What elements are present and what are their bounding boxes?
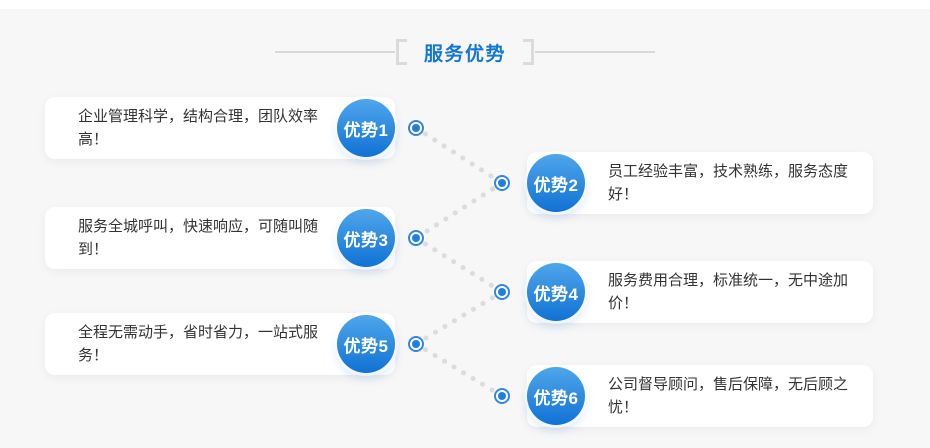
node-dot-icon-4 xyxy=(494,284,510,300)
advantage-badge-1: 优势1 xyxy=(337,99,395,157)
advantage-badge-2: 优势2 xyxy=(527,154,585,212)
node-dot-inner xyxy=(412,124,420,132)
node-dot-inner xyxy=(498,179,506,187)
advantage-badge-3: 优势3 xyxy=(337,209,395,267)
connector-line-3-4 xyxy=(413,235,505,295)
node-dot-icon-6 xyxy=(494,388,510,404)
connector-line-5-6 xyxy=(413,341,505,399)
advantage-card-4: 服务费用合理，标准统一，无中途加价！ xyxy=(527,261,873,323)
advantage-card-3: 服务全城呼叫，快速响应，可随叫随到！ xyxy=(45,207,395,269)
advantage-text: 全程无需动手，省时省力，一站式服务！ xyxy=(78,324,319,364)
title-bracket-left-icon xyxy=(395,39,407,65)
node-dot-icon-3 xyxy=(408,230,424,246)
connector-line-2-3 xyxy=(413,180,505,241)
advantage-text: 服务全城呼叫，快速响应，可随叫随到！ xyxy=(78,218,319,258)
node-dot-icon-2 xyxy=(494,175,510,191)
advantage-text: 公司督导顾问，售后保障，无后顾之忧！ xyxy=(608,376,849,416)
advantage-card-6: 公司督导顾问，售后保障，无后顾之忧！ xyxy=(527,365,873,427)
section-title-wrap: 服务优势 xyxy=(0,37,930,67)
title-rule-right xyxy=(535,51,655,53)
node-dot-inner xyxy=(498,288,506,296)
advantage-text: 服务费用合理，标准统一，无中途加价！ xyxy=(608,272,849,312)
advantage-text: 企业管理科学，结构合理，团队效率高！ xyxy=(78,108,319,148)
connector-line-1-2 xyxy=(413,125,505,186)
advantage-badge-4: 优势4 xyxy=(527,263,585,321)
advantage-badge-5: 优势5 xyxy=(337,315,395,373)
advantage-card-5: 全程无需动手，省时省力，一站式服务！ xyxy=(45,313,395,375)
node-dot-inner xyxy=(498,392,506,400)
node-dot-icon-5 xyxy=(408,336,424,352)
node-dot-inner xyxy=(412,340,420,348)
advantage-badge-6: 优势6 xyxy=(527,367,585,425)
title-rule-left xyxy=(274,51,395,53)
connector-line-4-5 xyxy=(413,289,505,347)
title-bracket-right-icon xyxy=(523,39,534,65)
node-dot-icon-1 xyxy=(408,120,424,136)
section-title: 服务优势 xyxy=(423,43,506,65)
node-dot-inner xyxy=(412,234,420,242)
advantage-text: 员工经验丰富，技术熟练，服务态度好！ xyxy=(608,163,849,203)
advantage-card-1: 企业管理科学，结构合理，团队效率高！ xyxy=(45,97,395,159)
